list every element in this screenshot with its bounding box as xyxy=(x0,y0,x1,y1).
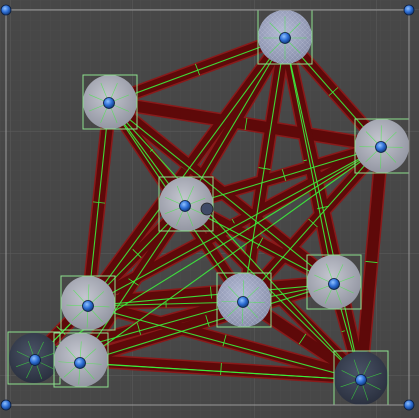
rigidbody-sphere[interactable] xyxy=(158,176,214,232)
corner-handle-icon[interactable] xyxy=(0,4,12,16)
corner-handle-icon[interactable] xyxy=(403,4,415,16)
blue-sphere-handle-icon[interactable] xyxy=(355,374,367,386)
link-joint-marker xyxy=(128,278,139,286)
blue-sphere-handle-icon[interactable] xyxy=(82,300,94,312)
connector-ray xyxy=(87,305,362,381)
connector-ray xyxy=(184,37,286,207)
connector-ray xyxy=(108,37,286,104)
selection-box xyxy=(216,272,272,328)
selection-box xyxy=(306,254,362,310)
link-joint-marker xyxy=(132,248,142,259)
link-joint-marker xyxy=(222,334,227,347)
connector-ray xyxy=(79,146,382,364)
bounds-frame xyxy=(5,9,410,406)
connector-ray xyxy=(79,283,335,364)
connector-ray xyxy=(87,102,110,307)
connector-ray xyxy=(87,146,382,307)
blue-sphere-handle-icon[interactable] xyxy=(29,354,41,366)
rigidbody-sphere[interactable] xyxy=(53,332,109,388)
connector-ray xyxy=(184,146,382,207)
rigidbody-sphere[interactable] xyxy=(333,350,389,406)
link-joint-marker xyxy=(220,362,222,376)
selection-box xyxy=(53,332,109,388)
blue-sphere-handle-icon[interactable] xyxy=(237,296,249,308)
blue-sphere-handle-icon[interactable] xyxy=(375,141,387,153)
secondary-handle-icon[interactable] xyxy=(200,202,214,216)
connector-ray xyxy=(108,102,335,285)
corner-handles xyxy=(0,4,415,411)
rigidbody-sphere[interactable] xyxy=(60,275,116,331)
selection-box xyxy=(60,275,116,331)
blue-sphere-handle-icon[interactable] xyxy=(279,32,291,44)
link-joint-marker xyxy=(195,63,200,76)
link-joint-marker xyxy=(137,323,141,335)
link-joint-marker xyxy=(281,169,287,181)
corner-handle-icon[interactable] xyxy=(403,399,415,411)
rigidbody-sphere[interactable] xyxy=(216,272,272,328)
body-layer xyxy=(7,9,410,406)
blue-sphere-handle-icon[interactable] xyxy=(74,357,86,369)
connector-ray xyxy=(79,205,186,364)
link-joint-marker xyxy=(298,333,307,345)
link-joint-marker xyxy=(365,261,378,263)
rigidbody-sphere[interactable] xyxy=(82,74,138,130)
connector-ray xyxy=(284,37,362,381)
link-joint-marker xyxy=(205,315,210,327)
connector-ray xyxy=(184,205,335,285)
rigidbody-sphere[interactable] xyxy=(306,254,362,310)
blue-sphere-handle-icon[interactable] xyxy=(179,200,191,212)
link-joint-marker xyxy=(256,237,264,249)
connector-ray xyxy=(87,37,286,307)
selection-box xyxy=(82,74,138,130)
rigidbody-sphere[interactable] xyxy=(354,118,410,174)
rigidbody-sphere[interactable] xyxy=(7,331,61,385)
rigidbody-sphere[interactable] xyxy=(257,9,313,65)
blue-sphere-handle-icon[interactable] xyxy=(328,278,340,290)
connector-ray xyxy=(184,205,362,381)
selection-box xyxy=(158,176,214,232)
link-joint-marker xyxy=(210,286,212,299)
link-joint-marker xyxy=(244,118,248,130)
corner-handle-icon[interactable] xyxy=(0,399,12,411)
blue-sphere-handle-icon[interactable] xyxy=(103,97,115,109)
connector-ray xyxy=(79,362,362,381)
connector-ray xyxy=(108,102,362,381)
connector-ray xyxy=(284,37,335,285)
link-joint-marker xyxy=(328,87,339,96)
